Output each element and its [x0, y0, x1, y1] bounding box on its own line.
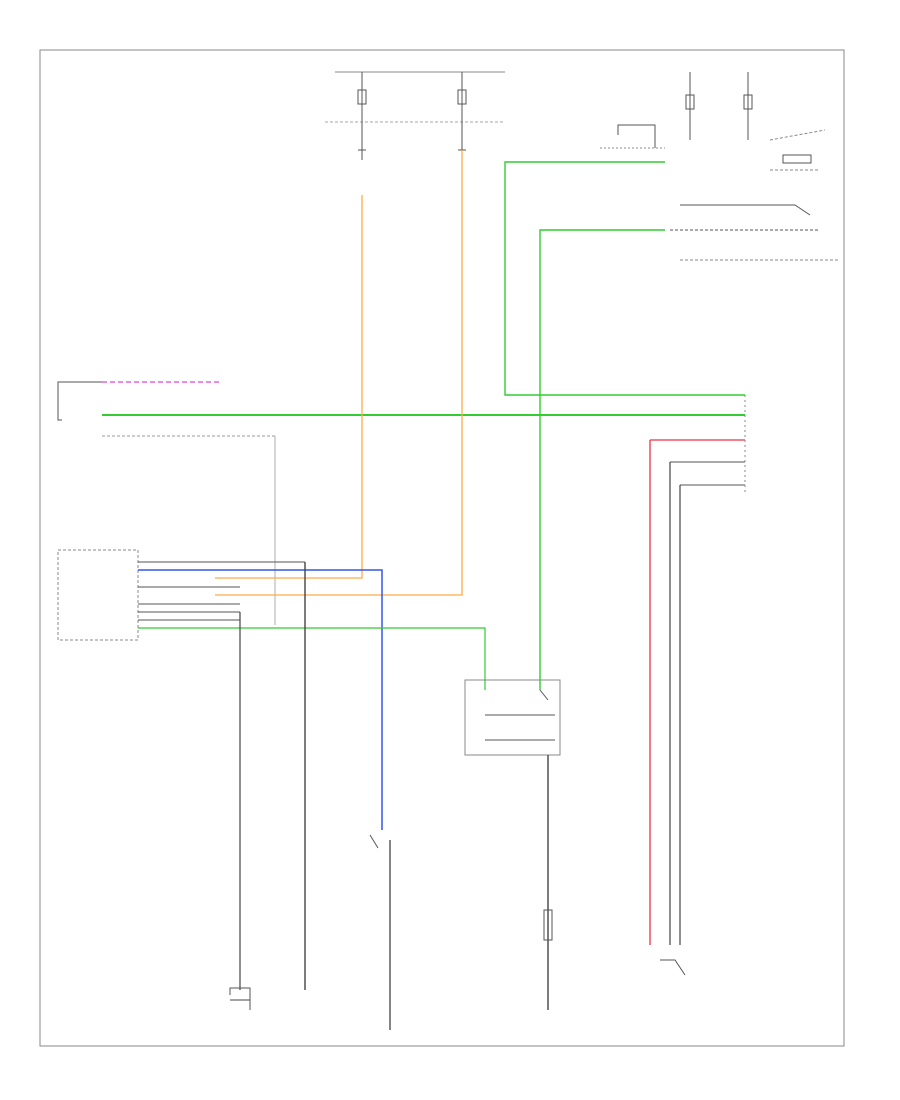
- wire-blue: [138, 569, 383, 830]
- pressure-switch-center: [464, 679, 561, 1010]
- fuse-block-top: [325, 71, 505, 160]
- left-module-connector: [57, 381, 276, 625]
- diagram-frame: [39, 49, 845, 1047]
- fuse-right-icon: [457, 89, 467, 105]
- wire-orange-left: [215, 195, 363, 579]
- sensor-bracket: [660, 959, 686, 976]
- fuse-icon: [685, 94, 695, 110]
- dashed-separator: [769, 129, 826, 141]
- switch-box: [464, 679, 561, 756]
- wire-green-lower: [138, 627, 486, 690]
- switch-outline: [617, 124, 656, 148]
- sensor-icon: [543, 909, 553, 941]
- fuse-icon: [743, 94, 753, 110]
- hvac-control-module: [57, 549, 305, 641]
- ground-left: [229, 987, 251, 1010]
- ground-bracket: [229, 987, 251, 1010]
- switch-right-top: [670, 204, 840, 261]
- wire-green-upper: [504, 161, 745, 396]
- module-bracket: [57, 381, 102, 421]
- low-pressure-switch: [369, 834, 391, 1030]
- relay-switch-top: [600, 124, 665, 149]
- hvac-module-box: [57, 549, 139, 641]
- switch-blade: [539, 689, 549, 701]
- wire-orange-right: [215, 150, 463, 596]
- fuse-block-top-right: [685, 72, 826, 171]
- fuse-left-icon: [357, 89, 367, 105]
- switch-blade: [794, 204, 811, 216]
- right-ecm-connector: [650, 395, 746, 495]
- switch-blade: [369, 834, 379, 849]
- refrigerant-pressure-sensor: [660, 959, 686, 976]
- relay-icon: [782, 154, 812, 164]
- wire-green-second: [539, 229, 665, 690]
